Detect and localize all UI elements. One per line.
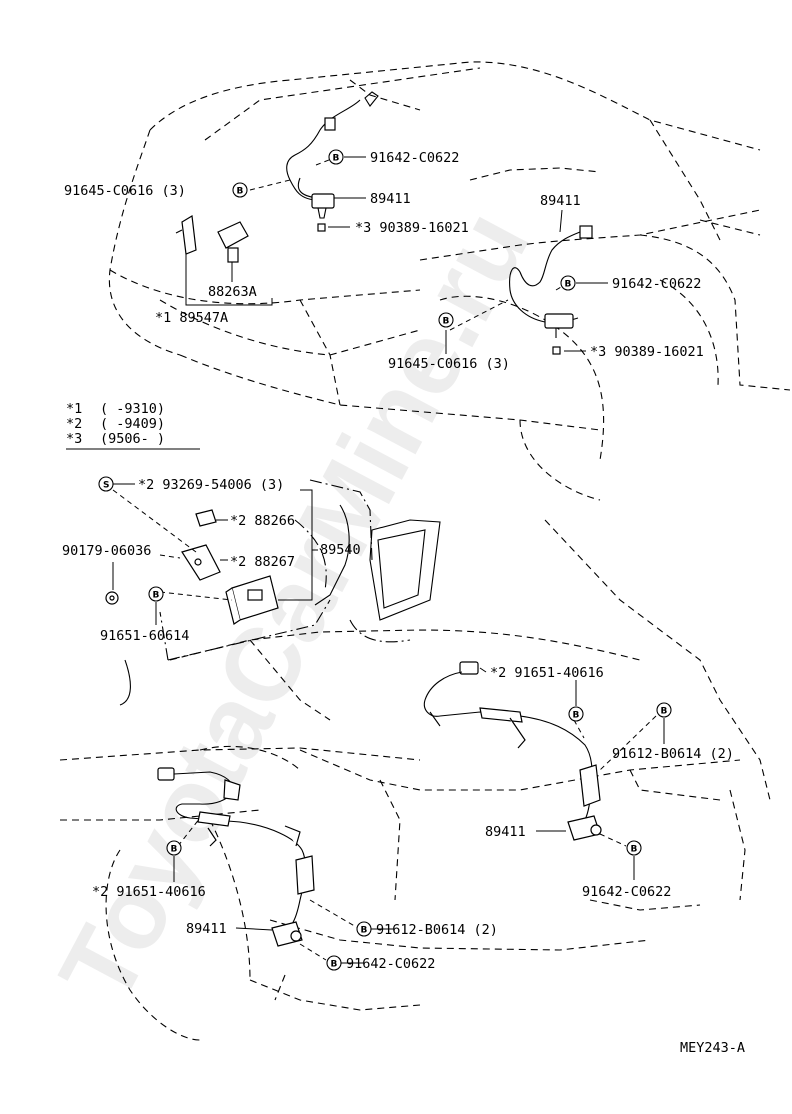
diagram-code: MEY243-A — [680, 1040, 745, 1056]
ecu-bracket-a-icon — [195, 509, 217, 527]
note-range: (9506- ) — [100, 431, 165, 447]
rear-left-sensor-harness — [157, 767, 315, 947]
front-left-clip-icon — [317, 223, 326, 232]
label-rear-bolt-left: *2 91651-40616 — [92, 884, 206, 900]
harness-clamp-icon — [175, 215, 197, 255]
label-connector-cover: 88263A — [208, 284, 257, 300]
label-sensor-front-right: 89411 — [540, 193, 581, 209]
bolt-icon: B — [656, 702, 672, 718]
ecu-box-icon — [225, 575, 279, 625]
label-sensor-front-left: 89411 — [370, 191, 411, 207]
bolt-icon: B — [148, 586, 164, 602]
label-harness-clamp: *1 89547A — [155, 310, 228, 326]
svg-text:B: B — [443, 317, 450, 327]
label-bracket-bolt-right: 91645-C0616 (3) — [388, 356, 510, 372]
applicability-notes: *1 ( -9310) *2 ( -9409) *3 (9506- ) — [66, 401, 200, 450]
label-rear-clamp-bolt-right: 91612-B0614 (2) — [612, 746, 734, 762]
bolt-icon: B — [166, 840, 182, 856]
label-ecu-assy: 89540 — [320, 542, 361, 558]
nut-icon — [105, 591, 119, 605]
label-sensor-rear-right: 89411 — [485, 824, 526, 840]
label-rear-clamp-bolt-left: 91612-B0614 (2) — [376, 922, 498, 938]
svg-text:B: B — [631, 845, 638, 855]
svg-text:S: S — [103, 481, 109, 491]
rear-body-outline — [59, 519, 771, 1041]
front-left-sensor-harness — [286, 91, 379, 219]
label-ecu-bracket-a: *2 88266 — [230, 513, 295, 529]
ecu-bracket-b-icon — [181, 544, 221, 581]
label-clip-top-left: *3 90389-16021 — [355, 220, 469, 236]
note-range: ( -9310) — [100, 401, 165, 417]
bolt-icon: B — [438, 312, 454, 328]
svg-text:B: B — [565, 280, 572, 290]
bolt-icon: B — [326, 955, 342, 971]
label-nut: 90179-06036 — [62, 543, 151, 559]
svg-text:B: B — [153, 591, 160, 601]
leaders-bottom — [173, 667, 665, 964]
bolt-icon: B — [232, 182, 248, 198]
label-ecu-bracket-b: *2 88267 — [230, 554, 295, 570]
screw-icon: S — [98, 476, 114, 492]
label-ecu-bolt: 91651-60614 — [100, 628, 189, 644]
label-rear-bolt-right: *2 91651-40616 — [490, 665, 604, 681]
bolt-icon: B — [356, 921, 372, 937]
svg-text:B: B — [333, 154, 340, 164]
ecu-leaders — [112, 483, 318, 625]
label-clip-top-right: *3 90389-16021 — [590, 344, 704, 360]
svg-text:B: B — [361, 926, 368, 936]
label-front-bolt-right: 91642-C0622 — [612, 276, 701, 292]
svg-text:B: B — [171, 845, 178, 855]
front-body-outline — [108, 61, 791, 501]
connector-cover-icon — [217, 221, 249, 263]
label-rear-sensor-bolt-left: 91642-C0622 — [346, 956, 435, 972]
label-sensor-rear-left: 89411 — [186, 921, 227, 937]
svg-text:B: B — [661, 707, 668, 717]
bolt-icon: B — [626, 840, 642, 856]
bolt-icon: B — [560, 275, 576, 291]
note-mark: *1 — [66, 401, 82, 417]
label-front-bolt-top: 91642-C0622 — [370, 150, 459, 166]
bolt-icon: B — [328, 149, 344, 165]
label-bracket-bolt-left: 91645-C0616 (3) — [64, 183, 186, 199]
note-range: ( -9409) — [100, 416, 165, 432]
svg-text:B: B — [331, 960, 338, 970]
label-rear-sensor-bolt-right: 91642-C0622 — [582, 884, 671, 900]
bolt-icon: B — [568, 706, 584, 722]
front-right-clip-icon — [552, 346, 561, 355]
leaders-top — [185, 156, 608, 354]
front-right-sensor-harness — [509, 225, 593, 338]
svg-text:B: B — [573, 711, 580, 721]
note-mark: *3 — [66, 431, 82, 447]
note-mark: *2 — [66, 416, 82, 432]
svg-text:B: B — [237, 187, 244, 197]
label-screw-ecu: *2 93269-54006 (3) — [138, 477, 284, 493]
rear-right-sensor-harness — [423, 661, 602, 841]
